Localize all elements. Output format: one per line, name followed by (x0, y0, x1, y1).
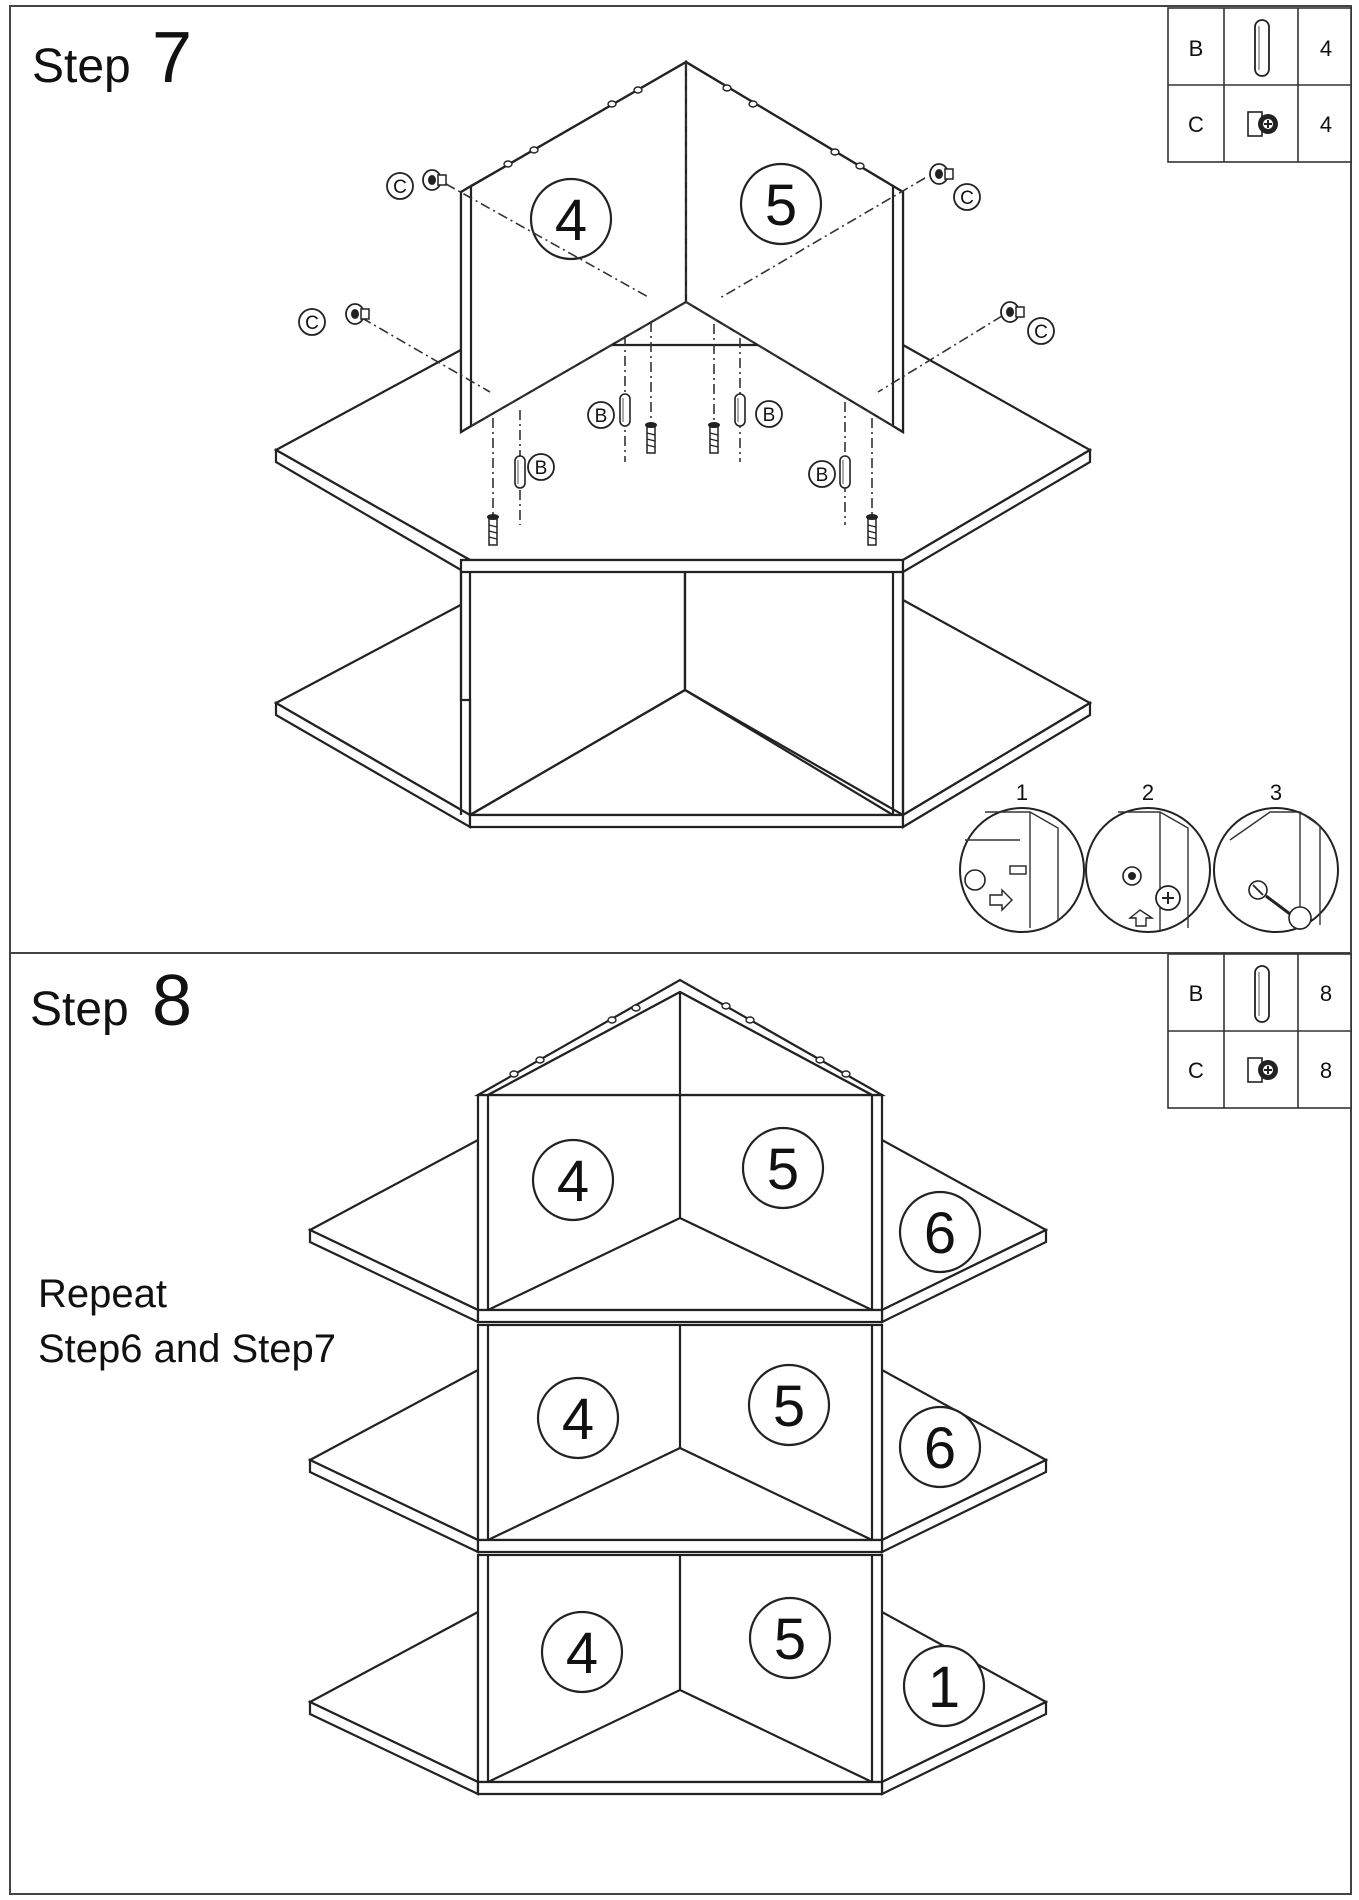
svg-text:B: B (535, 458, 548, 479)
step7-panel-5-label: 5 (739, 162, 823, 246)
step8-instruction: Repeat Step6 and Step7 (38, 1272, 336, 1371)
svg-text:5: 5 (767, 1137, 799, 1202)
cam-lock-part-icon (422, 169, 447, 191)
tier-1-panel-label-right: 5 (741, 1126, 825, 1210)
svg-text:4: 4 (557, 1149, 589, 1214)
cam-lock-part-icon (1000, 301, 1025, 323)
screw-part-icon (486, 513, 500, 546)
dowel-icon (1254, 19, 1270, 77)
cam-lock-icon (1247, 1057, 1278, 1083)
step7-title-word: Step (32, 40, 131, 93)
svg-text:6: 6 (924, 1201, 956, 1266)
svg-text:5: 5 (765, 173, 797, 238)
svg-text:4: 4 (562, 1387, 594, 1452)
cam-lock-icon (1247, 111, 1278, 137)
step7-part-b-letter: B (1189, 36, 1204, 61)
step7-dowels-screws: B B B B (486, 322, 879, 546)
instruction-line-1: Repeat (38, 1272, 167, 1316)
step7-parts-table: B 4 C 4 (1167, 7, 1352, 163)
step8-title-number: 8 (152, 961, 192, 1041)
dowel-part-icon (619, 393, 631, 427)
tier-1-panel-label-left: 4 (531, 1138, 615, 1222)
step7-part-c-letter: C (1188, 112, 1204, 137)
svg-text:1: 1 (928, 1655, 960, 1720)
step8-part-c-letter: C (1188, 1058, 1204, 1083)
tier-3-panel-label-right: 5 (748, 1596, 832, 1680)
step7-panel-4-label: 4 (529, 177, 613, 261)
detail-circle-1 (959, 807, 1085, 933)
callout-c-3: C (298, 308, 326, 336)
detail-step-3-label: 3 (1270, 780, 1282, 805)
tier-3-panel-label-left: 4 (540, 1610, 624, 1694)
step8-title-word: Step (30, 983, 129, 1036)
step8-title: Step 8 (30, 961, 192, 1041)
svg-text:C: C (960, 188, 974, 209)
svg-text:C: C (393, 177, 407, 198)
shelf-tier-3: 4 5 1 (307, 1553, 1049, 1796)
step7-base-unit (273, 343, 1093, 829)
svg-text:4: 4 (555, 188, 587, 253)
instruction-line-2: Step6 and Step7 (38, 1327, 336, 1371)
step8-part-b-qty: 8 (1320, 981, 1332, 1006)
svg-text:B: B (816, 465, 829, 486)
dowel-icon (1254, 965, 1270, 1023)
dowel-part-icon (514, 455, 526, 489)
svg-text:4: 4 (566, 1621, 598, 1686)
svg-text:B: B (763, 405, 776, 426)
svg-text:C: C (1034, 322, 1048, 343)
svg-text:C: C (305, 313, 319, 334)
dowel-part-icon (839, 455, 851, 489)
screw-part-icon (865, 513, 879, 546)
tier-3-panel-label-side: 1 (902, 1644, 986, 1728)
callout-c-2: C (953, 183, 981, 211)
callout-b-2: B (587, 401, 615, 429)
step8-part-b-letter: B (1189, 981, 1204, 1006)
callout-b-4: B (808, 460, 836, 488)
tier-1-panel-label-side: 6 (898, 1190, 982, 1274)
detail-step-1-label: 1 (1016, 780, 1028, 805)
step8-parts-table: B 8 C 8 (1167, 953, 1352, 1109)
svg-text:5: 5 (773, 1374, 805, 1439)
step7-title-number: 7 (152, 18, 192, 98)
step7-cam-callouts: C C C C (298, 163, 1055, 393)
cam-lock-part-icon (345, 303, 370, 325)
callout-c-1: C (386, 172, 414, 200)
step8-assembled-shelf: 4 5 6 4 5 6 4 5 1 (307, 978, 1049, 1796)
tier-2-panel-label-side: 6 (898, 1405, 982, 1489)
cam-lock-part-icon (929, 163, 954, 185)
detail-circle-2 (1085, 807, 1211, 933)
shelf-tier-2: 4 5 6 (307, 1323, 1049, 1554)
step7-part-c-qty: 4 (1320, 112, 1332, 137)
page-frame (9, 5, 1352, 1895)
step7-title: Step 7 (32, 18, 192, 98)
step7-part-b-qty: 4 (1320, 36, 1332, 61)
tier-2-panel-label-left: 4 (536, 1376, 620, 1460)
callout-c-4: C (1027, 317, 1055, 345)
step7-cam-lock-details: 1 2 3 (959, 780, 1339, 933)
shelf-top-edge (473, 978, 887, 1097)
svg-text:6: 6 (924, 1416, 956, 1481)
step8-part-c-qty: 8 (1320, 1058, 1332, 1083)
tier-2-panel-label-right: 5 (747, 1363, 831, 1447)
svg-text:B: B (595, 406, 608, 427)
screw-part-icon (644, 421, 658, 454)
detail-circle-3 (1213, 807, 1339, 933)
detail-step-2-label: 2 (1142, 780, 1154, 805)
callout-b-1: B (527, 453, 555, 481)
screw-part-icon (707, 421, 721, 454)
callout-b-3: B (755, 400, 783, 428)
shelf-tier-1: 4 5 6 (307, 1093, 1049, 1324)
svg-text:5: 5 (774, 1607, 806, 1672)
dowel-part-icon (734, 393, 746, 427)
